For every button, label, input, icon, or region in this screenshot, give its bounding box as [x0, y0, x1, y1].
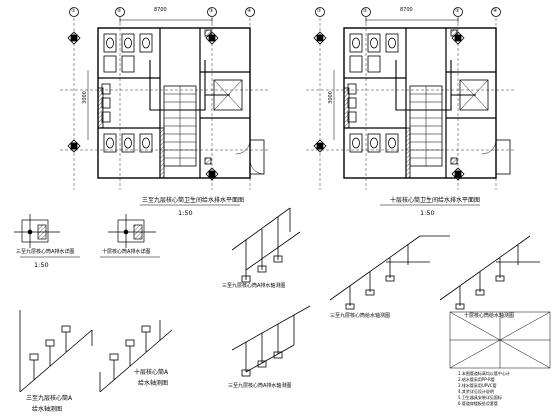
axis-marker-4 [245, 7, 255, 17]
plan-right-axis-1: ① [317, 8, 322, 14]
plan-right-axis-4: ④ [493, 8, 498, 14]
isometric-drainage-center [231, 207, 301, 283]
note-line: 6.管道穿楼板处设套管 [458, 401, 498, 406]
iso-right-b-title: 十层核心筒给水轴测图 [464, 313, 515, 319]
plan-right-dim-top: 8700 [400, 7, 413, 13]
note-line: 4.其余详见设计说明 [458, 389, 494, 394]
plan-left-title: 三至九层核心筒卫生间给水排水平面图 [142, 197, 245, 204]
detail-left-title: 三至九层核心筒A排水详图 [16, 249, 75, 255]
isometric-supply-bottom-a [19, 310, 93, 393]
plan-right-axis-2: ② [363, 8, 368, 14]
plan-left-axis-3: ③ [209, 8, 214, 14]
right-floor-plan [306, 7, 516, 190]
note-line: 5.卫生器具安装详见国标 [458, 395, 502, 400]
system-schematic [449, 311, 551, 369]
plan-left-dim-side: 3000 [81, 91, 88, 104]
isometric-drainage-bottom-c [231, 305, 311, 377]
plan-left-scale: 1:50 [178, 209, 193, 217]
plan-right-dim-side: 3000 [327, 91, 334, 104]
plan-right-scale: 1:50 [420, 209, 435, 217]
plan-left-dim-top: 8700 [154, 7, 167, 13]
axis-marker-2 [115, 7, 125, 17]
plan-left-axis-2: ② [117, 8, 122, 14]
detail-left [14, 214, 60, 248]
isometric-supply-right-b [439, 235, 540, 310]
detail-right-title: 十层核心筒A排水详图 [102, 249, 151, 255]
isometric-supply-bottom-b [99, 320, 173, 393]
iso-bottom-c-title: 三至九层核心筒A排水轴测图 [228, 383, 292, 389]
plan-left-axis-4: ④ [247, 8, 252, 14]
axis-marker-3 [207, 7, 217, 17]
plan-left-axis-1: ① [71, 8, 76, 14]
iso-right-a-title: 三至九层核心筒给水轴测图 [330, 313, 391, 319]
plan-right-title: 十层核心筒卫生间给水排水平面图 [390, 197, 481, 204]
plan-title-underlines [20, 204, 480, 258]
plan-right-axis-3: ③ [455, 8, 460, 14]
isometric-supply-right-a [329, 235, 450, 310]
iso-bottom-b-subtitle: 给水轴测图 [138, 380, 169, 387]
note-line: 1.本图管道标高均以管中心计 [458, 371, 510, 376]
detail-left-scale: 1:50 [34, 261, 49, 269]
axis-marker-1 [69, 7, 79, 17]
iso-bottom-a-title: 三至九层核心筒A [26, 395, 73, 402]
note-line: 2.给水管采用PP-R管 [458, 377, 495, 382]
detail-right [108, 214, 156, 248]
iso-bottom-b-title: 十层核心筒A [134, 369, 169, 376]
left-floor-plan [60, 7, 270, 190]
notes-block: 1.本图管道标高均以管中心计 2.给水管采用PP-R管 3.排水管采用UPVC管… [458, 372, 554, 408]
note-line: 3.排水管采用UPVC管 [458, 383, 497, 388]
iso-center-title: 三至九层核心筒A排水轴测图 [222, 283, 286, 289]
iso-bottom-a-subtitle: 给水轴测图 [32, 406, 63, 413]
